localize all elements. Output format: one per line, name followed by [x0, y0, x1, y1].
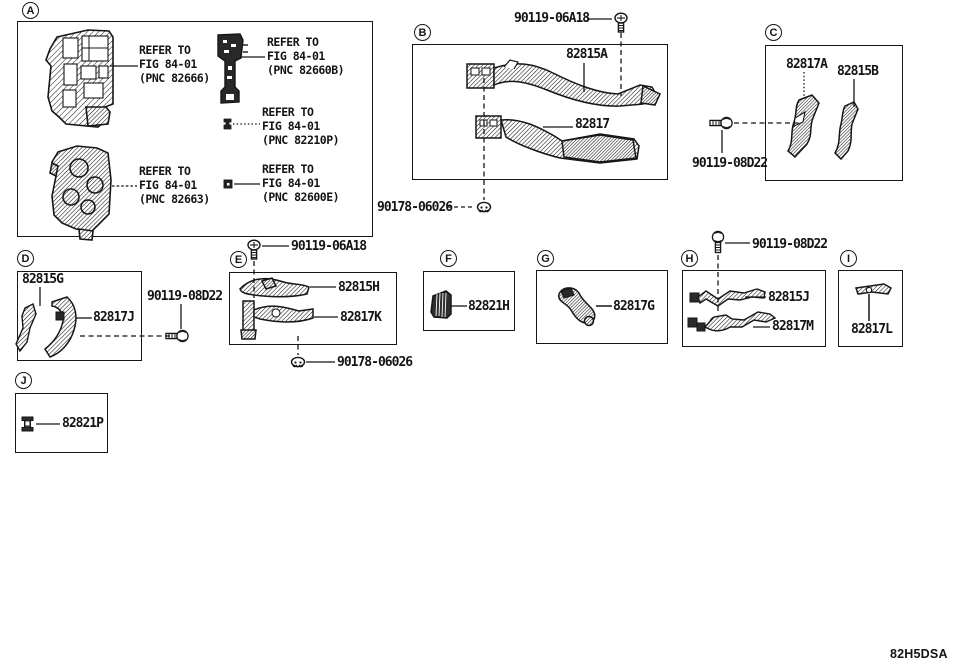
refer-line: FIG 84-01 [262, 176, 320, 190]
part-number-label: 82815J [768, 290, 810, 305]
part-number-label: 82817M [772, 319, 814, 334]
grommet-90178-06026-b-icon [476, 201, 492, 213]
part-number-label: 82815A [566, 47, 608, 62]
refer-line: REFER TO [139, 43, 191, 57]
section-d-letter: D [21, 252, 30, 265]
section-b-letter: B [418, 26, 427, 39]
refer-line: REFER TO [262, 105, 314, 119]
part-number-label: 82815B [837, 64, 879, 79]
section-f-badge: F [440, 250, 457, 267]
bolt-90119-08d22-h-icon [711, 230, 725, 254]
section-a-box [17, 21, 373, 237]
section-f-letter: F [445, 252, 452, 265]
bolt-90119-08d22-c-icon [709, 116, 733, 130]
refer-line: REFER TO [267, 35, 319, 49]
refer-line: (PNC 82210P) [262, 133, 340, 147]
section-d-badge: D [17, 250, 34, 267]
section-g-badge: G [537, 250, 554, 267]
part-number-label: 82821P [62, 416, 104, 431]
fastener-label: 90119-08D22 [692, 156, 768, 171]
refer-line: FIG 84-01 [262, 119, 320, 133]
refer-note-82666: REFER TO FIG 84-01 (PNC 82666) [139, 43, 210, 85]
section-c-badge: C [765, 24, 782, 41]
part-number-label: 82817A [786, 57, 828, 72]
section-b-box [412, 44, 668, 180]
section-b-badge: B [414, 24, 431, 41]
refer-line: REFER TO [139, 164, 191, 178]
section-g-letter: G [541, 252, 550, 265]
section-c-box [765, 45, 903, 181]
fastener-label: 90119-06A18 [514, 11, 590, 26]
part-number-label: 82815H [338, 280, 380, 295]
refer-line: FIG 84-01 [139, 57, 197, 71]
part-number-label: 82817 [575, 117, 610, 132]
refer-line: FIG 84-01 [139, 178, 197, 192]
fastener-label: 90178-06026 [377, 200, 453, 215]
section-i-box [838, 270, 903, 347]
refer-note-82210p: REFER TO FIG 84-01 (PNC 82210P) [262, 105, 340, 147]
refer-note-82660b: REFER TO FIG 84-01 (PNC 82660B) [267, 35, 345, 77]
fastener-label: 90178-06026 [337, 355, 413, 370]
bolt-90119-08d22-d-icon [165, 329, 189, 343]
refer-line: (PNC 82600E) [262, 190, 340, 204]
section-h-badge: H [681, 250, 698, 267]
fastener-label: 90119-06A18 [291, 239, 367, 254]
part-number-label: 82817J [93, 310, 135, 325]
section-j-badge: J [15, 372, 32, 389]
section-e-letter: E [234, 253, 243, 266]
section-h-box [682, 270, 826, 347]
bolt-90119-06a18-e-icon [247, 239, 261, 260]
section-f-box [423, 271, 515, 331]
section-a-badge: A [22, 2, 39, 19]
refer-note-82663: REFER TO FIG 84-01 (PNC 82663) [139, 164, 210, 206]
refer-note-82600e: REFER TO FIG 84-01 (PNC 82600E) [262, 162, 340, 204]
section-i-letter: I [846, 252, 851, 265]
part-number-label: 82821H [468, 299, 510, 314]
fastener-label: 90119-08D22 [147, 289, 223, 304]
section-e-box [229, 272, 397, 345]
refer-line: (PNC 82660B) [267, 63, 345, 77]
figure-code: 82H5DSA [890, 647, 948, 661]
bolt-90119-06a18-b-icon [614, 12, 628, 33]
section-e-badge: E [230, 251, 247, 268]
section-h-letter: H [685, 252, 694, 265]
refer-line: (PNC 82666) [139, 71, 210, 85]
section-g-box [536, 270, 668, 344]
refer-line: REFER TO [262, 162, 314, 176]
part-number-label: 82817G [613, 299, 655, 314]
section-c-letter: C [769, 26, 778, 39]
refer-line: (PNC 82663) [139, 192, 210, 206]
section-i-badge: I [840, 250, 857, 267]
fastener-label: 90119-08D22 [752, 237, 828, 252]
part-number-label: 82815G [22, 272, 64, 287]
grommet-90178-06026-e-icon [290, 356, 306, 368]
part-number-label: 82817K [340, 310, 382, 325]
section-j-box [15, 393, 108, 453]
refer-line: FIG 84-01 [267, 49, 325, 63]
part-number-label: 82817L [851, 322, 893, 337]
section-j-letter: J [20, 374, 27, 387]
section-a-letter: A [26, 4, 35, 17]
